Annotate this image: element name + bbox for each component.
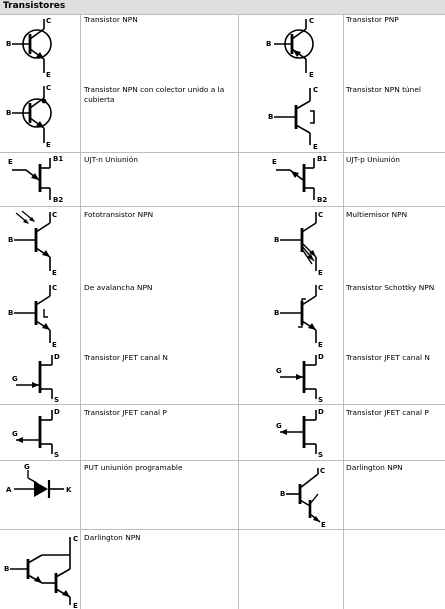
ujt-n-symbol: E B1 B2 — [8, 155, 63, 204]
avalanche-npn-symbol: B C E — [8, 284, 57, 349]
pin-label-b: B — [4, 565, 9, 573]
pin-label-g: G — [276, 367, 282, 375]
pin-label-b: B — [274, 309, 279, 317]
column-divider — [343, 15, 344, 609]
darlington-single-symbol: B C E — [280, 467, 326, 528]
pin-label-b2: B2 — [317, 196, 327, 204]
symbol-label: PUT uniunión programable — [84, 463, 183, 472]
pin-label-g: G — [12, 430, 18, 438]
symbol-label: Multiemisor NPN — [346, 210, 408, 219]
symbol-label: Transistor JFET canal N — [346, 353, 430, 362]
pin-label-k: K — [66, 486, 72, 494]
row-divider — [0, 206, 445, 207]
pin-label-c: C — [46, 17, 51, 25]
pin-label-s: S — [54, 451, 59, 458]
row-divider — [0, 152, 445, 153]
pin-label-b: B — [6, 109, 11, 117]
pnp-transistor-symbol: B C E — [266, 17, 314, 79]
pin-label-s: S — [318, 396, 323, 403]
pin-label-c: C — [309, 17, 314, 25]
symbol-label: Transistor NPN túnel — [346, 85, 421, 94]
jfet-p-symbol: G D S — [12, 408, 60, 458]
pin-label-b1: B1 — [317, 155, 327, 163]
row-divider — [0, 404, 445, 405]
pin-label-e: E — [46, 71, 51, 79]
symbol-label: UJT-p Uniunión — [346, 155, 400, 164]
pin-label-b: B — [268, 113, 273, 121]
pin-label-b: B — [8, 236, 13, 244]
pin-label-b2: B2 — [53, 196, 63, 204]
pin-label-s: S — [318, 451, 323, 458]
pin-label-b: B — [6, 40, 11, 48]
column-divider — [238, 15, 239, 609]
symbol-label: Darlington NPN — [346, 463, 403, 472]
symbol-label: De avalancha NPN — [84, 283, 153, 292]
symbol-label: Transistor PNP — [346, 15, 399, 24]
pin-label-c: C — [46, 84, 51, 92]
pin-label-d: D — [318, 353, 324, 361]
pin-label-e: E — [313, 143, 318, 149]
jfet-p-alt-symbol: G D S — [276, 408, 324, 458]
pin-label-s: S — [54, 396, 59, 403]
pin-label-d: D — [318, 408, 324, 416]
pin-label-e: E — [272, 158, 277, 166]
npn-transistor-symbol: B C E — [6, 17, 52, 79]
symbol-label: Darlington NPN — [84, 533, 141, 542]
pin-label-b1: B1 — [53, 155, 63, 163]
pin-label-e: E — [52, 269, 57, 277]
multiemitter-symbol: B C E — [274, 211, 323, 277]
symbol-label: Transistor Schottky NPN — [346, 283, 435, 292]
pin-label-d: D — [54, 408, 60, 416]
symbol-label: Fototransistor NPN — [84, 210, 154, 219]
phototransistor-symbol: B C E — [8, 210, 57, 277]
pin-label-e: E — [309, 71, 314, 79]
symbol-label: Transistor NPN — [84, 15, 138, 24]
pin-label-c: C — [52, 211, 57, 219]
pin-label-c: C — [320, 467, 325, 475]
transistor-symbol-table: B C E Transistor NPN B C E Transistor PN… — [0, 15, 445, 609]
pin-label-e: E — [73, 602, 78, 609]
pin-label-c: C — [318, 211, 323, 219]
pin-label-d: D — [54, 353, 60, 361]
jfet-n-alt-symbol: G D S — [276, 353, 324, 403]
pin-label-e: E — [318, 269, 323, 277]
darlington-symbol: B C E — [4, 535, 78, 609]
jfet-n-symbol: G D S — [12, 353, 60, 403]
row-divider — [0, 460, 445, 461]
symbol-label: UJT-n Uniunión — [84, 155, 138, 164]
pin-label-g: G — [24, 463, 30, 471]
pin-label-c: C — [73, 535, 78, 543]
pin-label-e: E — [321, 521, 326, 528]
column-divider — [80, 15, 81, 609]
pin-label-g: G — [276, 422, 282, 430]
pin-label-c: C — [313, 86, 318, 94]
pin-label-a: A — [6, 486, 12, 494]
pin-label-b: B — [266, 40, 271, 48]
pin-label-c: C — [52, 284, 57, 292]
row-divider — [0, 529, 445, 530]
pin-label-c: C — [318, 284, 323, 292]
pin-label-e: E — [8, 158, 13, 166]
pin-label-e: E — [46, 141, 51, 149]
pin-label-b: B — [8, 309, 13, 317]
pin-label-g: G — [12, 375, 18, 383]
section-title: Transistores — [3, 1, 66, 11]
put-symbol: G A K — [6, 463, 72, 498]
pin-label-e: E — [318, 341, 323, 349]
ujt-p-symbol: E B1 B2 — [272, 155, 327, 204]
pin-label-b: B — [274, 236, 279, 244]
schottky-npn-symbol: B C E — [274, 284, 323, 349]
symbol-label: Transistor JFET canal P — [84, 408, 167, 417]
symbol-label: Transistor JFET canal N — [84, 353, 168, 362]
symbol-label: Transistor NPN con colector unido a la c… — [84, 85, 225, 104]
npn-collector-case-symbol: B C E — [6, 84, 52, 149]
pin-label-b: B — [280, 490, 285, 498]
symbol-label: Transistor JFET canal P — [346, 408, 429, 417]
pin-label-e: E — [52, 341, 57, 349]
section-header: Transistores — [0, 0, 445, 15]
npn-tunnel-symbol: B C E — [268, 86, 318, 149]
